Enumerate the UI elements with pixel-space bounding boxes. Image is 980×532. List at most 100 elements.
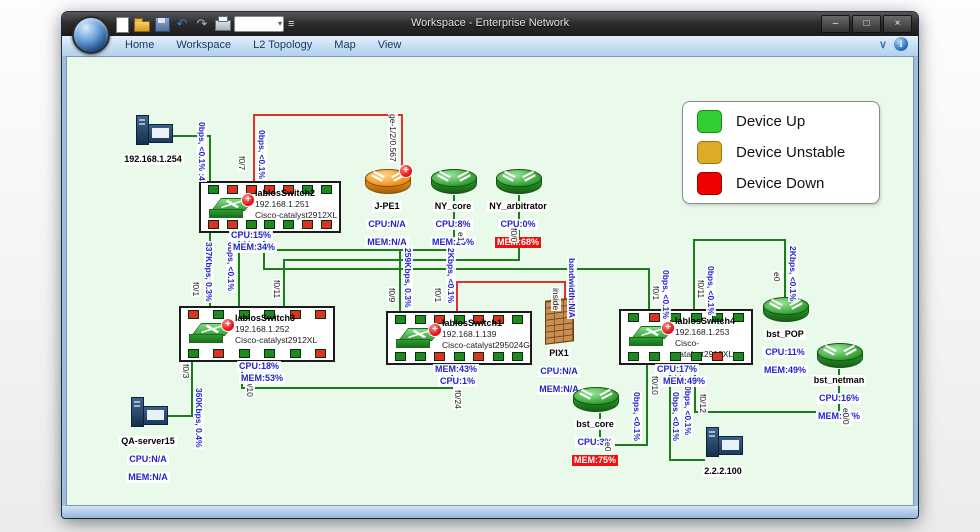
node-192-168-1-254[interactable]: 192.168.1.254 bbox=[99, 115, 207, 167]
node-ip: 192.168.1.251 bbox=[255, 199, 310, 209]
node-2-2-2-100[interactable]: 2.2.2.100 bbox=[673, 427, 773, 479]
mem-stat: MEM:53% bbox=[239, 373, 286, 384]
save-disk-icon bbox=[155, 17, 170, 32]
node-name: PIX1 bbox=[547, 348, 571, 359]
link-label-bandwidth: 0bps, <0.1% bbox=[671, 391, 681, 442]
save-button[interactable] bbox=[154, 16, 170, 32]
link-sw4-pc2100 bbox=[669, 361, 671, 461]
menu-map[interactable]: Map bbox=[334, 39, 356, 51]
link-label-bandwidth: 337Kbps, 0.3% bbox=[204, 241, 214, 303]
link-bstpop bbox=[784, 239, 786, 297]
node-bst-core[interactable]: bst_core CPU:3% MEM:75% bbox=[567, 387, 623, 468]
port-label: f0/11 bbox=[272, 279, 282, 300]
menu-workspace[interactable]: Workspace bbox=[176, 39, 232, 51]
node-name: lablosSwitch3 bbox=[235, 313, 296, 323]
app-window: Workspace - Enterprise Network – □ × ↶ ↷… bbox=[62, 12, 918, 518]
link-sw4-pc2100 bbox=[669, 459, 705, 461]
device-down-swatch bbox=[697, 172, 722, 195]
node-name: lablosSwitch1 bbox=[442, 318, 503, 328]
menu-l2-topology[interactable]: L2 Topology bbox=[253, 39, 313, 51]
node-j-pe1[interactable]: + J-PE1 CPU:N/A MEM:N/A bbox=[359, 164, 415, 250]
chevron-down-icon[interactable]: ∨ bbox=[878, 38, 887, 51]
alert-plus-badge: + bbox=[399, 164, 413, 178]
port-label: f0/1 bbox=[191, 281, 201, 298]
menu-view[interactable]: View bbox=[377, 39, 402, 51]
mem-stat: MEM:N/A bbox=[126, 472, 170, 483]
port-label: f0/11 bbox=[696, 279, 706, 300]
link-sw4-netman bbox=[838, 369, 840, 413]
link-sw4-bstpop bbox=[693, 239, 784, 241]
redo-button[interactable]: ↷ bbox=[196, 16, 208, 31]
switch-icon: + bbox=[188, 318, 236, 343]
workstation-icon bbox=[703, 427, 743, 461]
info-icon[interactable]: i bbox=[894, 37, 908, 51]
new-document-button[interactable] bbox=[114, 16, 130, 33]
port-label: e0/0 bbox=[841, 407, 851, 426]
undo-button[interactable]: ↶ bbox=[176, 16, 188, 31]
cpu-stat: CPU:18% bbox=[237, 361, 282, 372]
quick-access-toolbar: ↶ ↷ ▾ ≡ bbox=[114, 15, 294, 33]
window-bottom-frame bbox=[62, 506, 918, 518]
link-sw2-jpe1 bbox=[253, 114, 255, 181]
map-canvas[interactable]: 0bps, <0.1% :4 f0/7 0bps, <0.1% ge-1/2/0… bbox=[66, 56, 914, 506]
router-icon bbox=[816, 343, 863, 370]
node-ip: 192.168.1.139 bbox=[442, 329, 497, 339]
port-label: f0/12 bbox=[698, 393, 708, 414]
link-sw3-qa bbox=[167, 415, 191, 417]
link-sw4-f011 bbox=[693, 239, 695, 309]
node-name: bst_core bbox=[574, 419, 616, 430]
link-label-bandwidth: 0bps, <0.1% bbox=[632, 391, 642, 442]
node-bst-netman[interactable]: bst_netman CPU:16% MEM:17% bbox=[809, 343, 869, 424]
legend-label: Device Down bbox=[736, 175, 825, 192]
node-name: lablosSwitch4 bbox=[675, 316, 736, 326]
node-name: QA-server15 bbox=[119, 436, 177, 447]
port-label: e0 bbox=[772, 271, 782, 283]
link-label-bandwidth: 0bps, <0.1% :4 bbox=[197, 121, 207, 182]
port-label: f0/1 bbox=[651, 285, 661, 302]
link-label-bandwidth: 0bps, <0.1% bbox=[257, 129, 267, 180]
title-bar[interactable]: Workspace - Enterprise Network – □ × bbox=[62, 12, 918, 36]
link-sw4-netman bbox=[694, 411, 840, 413]
cpu-stat: CPU:8% bbox=[433, 219, 473, 230]
node-ip: 192.168.1.253 bbox=[675, 327, 730, 337]
print-button[interactable] bbox=[214, 16, 231, 32]
minimize-button[interactable]: – bbox=[821, 15, 850, 33]
node-qa-server15[interactable]: QA-server15 CPU:N/A MEM:N/A bbox=[93, 397, 203, 485]
cpu-stat: CPU:17% bbox=[655, 364, 700, 375]
port-label: inside bbox=[551, 287, 561, 312]
link-bus-3-sw4 bbox=[648, 268, 650, 309]
link-sw1-pix1 bbox=[456, 281, 564, 283]
port-label: f0/3 bbox=[181, 363, 191, 380]
maximize-button[interactable]: □ bbox=[852, 15, 881, 33]
link-sw3-sw1 bbox=[451, 361, 453, 389]
link-label-bandwidth: 2Kbps, <0.1% bbox=[788, 245, 798, 303]
quick-search-box[interactable]: ▾ bbox=[234, 16, 284, 32]
legend-box[interactable]: Device Up Device Unstable Device Down bbox=[682, 101, 880, 204]
menu-home[interactable]: Home bbox=[125, 39, 155, 51]
window-title: Workspace - Enterprise Network bbox=[410, 17, 570, 29]
cpu-stat: CPU:3% bbox=[575, 437, 615, 448]
mem-stat: MEM:N/A bbox=[365, 237, 409, 248]
toolbar-more-button[interactable]: ≡ bbox=[288, 18, 295, 30]
close-button[interactable]: × bbox=[883, 15, 912, 33]
mem-stat: MEM:17% bbox=[815, 411, 862, 422]
node-model: Cisco-catalyst2912XL bbox=[255, 210, 338, 220]
open-button[interactable] bbox=[134, 16, 150, 32]
app-menu-orb[interactable] bbox=[72, 16, 110, 54]
node-pix1[interactable]: PIX1 CPU:N/A MEM:N/A bbox=[529, 297, 589, 397]
node-bst-pop[interactable]: bst_POP CPU:11% MEM:49% bbox=[757, 297, 813, 378]
link-sw1-pix1 bbox=[564, 281, 566, 303]
mem-stat: MEM:49% bbox=[761, 365, 808, 376]
node-name: bst_POP bbox=[764, 329, 806, 340]
port-label: e1 bbox=[456, 231, 466, 243]
link-label-bandwidth: 259Kbps, 0.3% bbox=[403, 247, 413, 309]
mem-stat: MEM:N/A bbox=[537, 384, 581, 395]
link-label-bandwidth: 0bps, <0.1% bbox=[706, 265, 716, 316]
node-ny-core[interactable]: NY_core CPU:8% MEM:25% bbox=[425, 169, 481, 250]
legend-label: Device Up bbox=[736, 113, 806, 130]
port-label: f0/9 bbox=[387, 287, 397, 304]
